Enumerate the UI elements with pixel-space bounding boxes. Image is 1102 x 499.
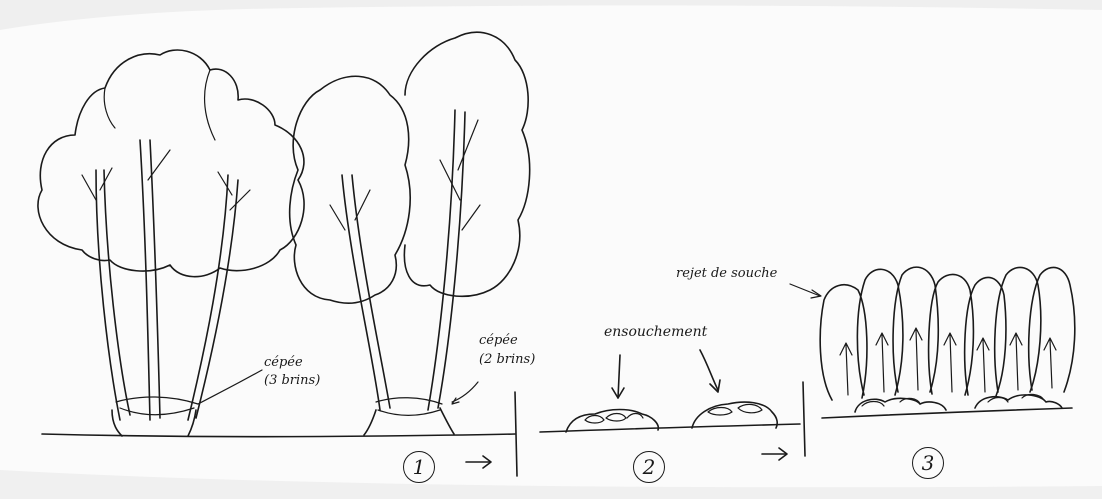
tree-2-trunk-a-left bbox=[342, 175, 380, 410]
tree-1-crown-fold-2 bbox=[104, 88, 115, 128]
cepee-3-line2: (3 brins) bbox=[264, 372, 320, 390]
tree-1-trunk-b-right bbox=[150, 140, 160, 418]
cepee-2-line2: (2 brins) bbox=[479, 350, 535, 369]
tree-2-crown-right bbox=[404, 32, 529, 296]
sprout-arrows bbox=[840, 328, 1056, 395]
ensouchement-arrow-2-shaft bbox=[700, 350, 718, 390]
stage-1-number: 1 bbox=[403, 451, 435, 483]
tree-1-branches bbox=[82, 150, 250, 210]
tree-1-trunk-c-right bbox=[196, 180, 238, 418]
separator-line-1-2 bbox=[515, 392, 517, 476]
separator-line-2-3 bbox=[803, 382, 805, 456]
tree-2-crown-left bbox=[290, 76, 411, 303]
stump-mound-2 bbox=[692, 402, 777, 428]
tree-1-crown-fold bbox=[205, 70, 215, 140]
ground-line-stage-2 bbox=[540, 424, 800, 432]
rejet-pointer bbox=[790, 284, 820, 296]
tree-1-stump-base bbox=[112, 410, 196, 436]
cepee-3-pointer bbox=[198, 370, 262, 404]
tree-1-trunk-a-left bbox=[96, 170, 120, 420]
stage-3-stump-left bbox=[855, 398, 946, 412]
tree-2-stump-rings bbox=[376, 398, 442, 416]
cepee-2-brins-label: cépée (2 brins) bbox=[479, 331, 535, 369]
cepee-3-line1: cépée bbox=[264, 354, 320, 372]
tree-1-trunk-b-left bbox=[140, 140, 150, 420]
tree-2-trunk-b-right bbox=[438, 112, 465, 408]
stump-mound-1-detail bbox=[585, 414, 643, 424]
ground-line-stage-1 bbox=[42, 434, 515, 437]
stage-2-number: 2 bbox=[633, 451, 665, 483]
cepee-3-brins-label: cépée (3 brins) bbox=[264, 354, 320, 390]
tree-2-stump-base bbox=[364, 408, 454, 435]
ensouchement-label: ensouchement bbox=[604, 324, 707, 340]
tree-1-crown bbox=[38, 50, 304, 277]
ensouchement-arrow-1-shaft bbox=[618, 355, 620, 398]
tree-2-trunk-b-left bbox=[428, 110, 455, 410]
rejet-de-souche-label: rejet de souche bbox=[676, 266, 777, 281]
sprout-2 bbox=[857, 269, 903, 395]
cepee-2-line1: cépée bbox=[479, 331, 535, 350]
stage-3-number: 3 bbox=[912, 447, 944, 479]
tree-1-trunk-a-right bbox=[104, 170, 130, 415]
tree-2-trunk-a-right bbox=[352, 175, 390, 408]
scan-shadow-top bbox=[0, 0, 1102, 30]
ground-line-stage-3 bbox=[822, 408, 1072, 418]
